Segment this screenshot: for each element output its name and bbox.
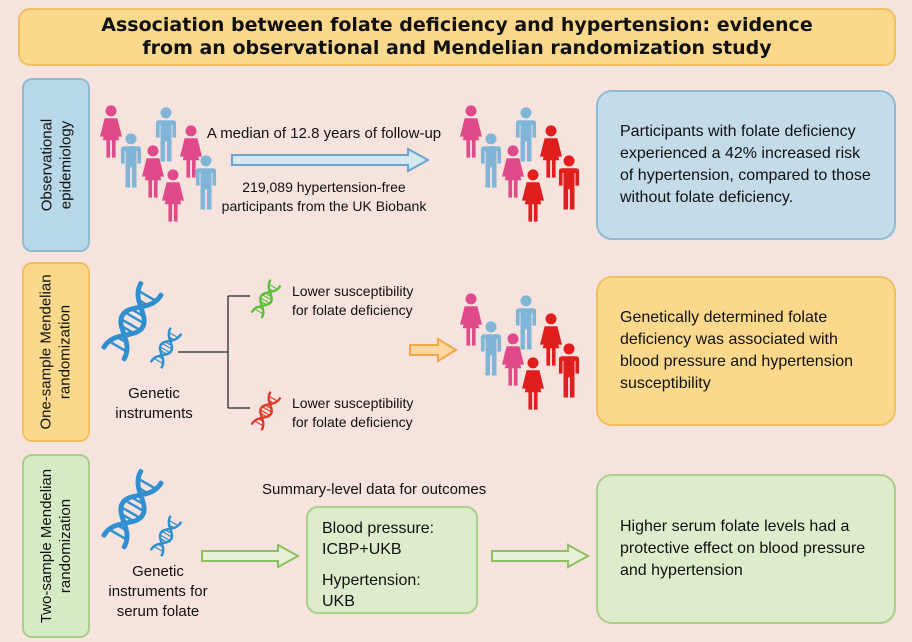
participants-line: 219,089 hypertension-free: [242, 179, 406, 195]
arrow-right-icon: [491, 543, 591, 569]
outcome-data-box: Blood pressure: ICBP+UKB Hypertension: U…: [306, 506, 478, 614]
person-male-icon: [120, 133, 142, 188]
bp-line: ICBP+UKB: [322, 541, 402, 558]
person-female-icon: [522, 357, 544, 410]
row-label-two-sample: Two-sample Mendelian randomization: [22, 454, 90, 638]
arrow-right-icon: [201, 543, 301, 569]
person-male-icon: [558, 343, 580, 398]
person-male-icon: [558, 155, 580, 210]
row-label-line: randomization: [57, 304, 74, 400]
ht-line: Hypertension:: [322, 572, 421, 589]
person-female-icon: [100, 105, 122, 158]
result-two-sample: Higher serum folate levels had a protect…: [596, 474, 896, 624]
participants-line: participants from the UK Biobank: [221, 198, 427, 214]
bp-line: Blood pressure:: [322, 520, 435, 537]
branch-bottom-text: Lower susceptibility for folate deficien…: [292, 394, 413, 432]
person-female-icon: [540, 125, 562, 178]
instruments-line: serum folate: [116, 603, 200, 620]
instruments-line: instruments: [115, 405, 193, 422]
result-text: Participants with folate deficiency expe…: [620, 123, 871, 206]
person-male-icon: [515, 107, 537, 162]
person-male-icon: [480, 321, 502, 376]
dna-helix-icon: [250, 391, 282, 431]
summary-level-text: Summary-level data for outcomes: [262, 481, 487, 498]
result-text: Genetically determined folate deficiency…: [620, 309, 854, 392]
row-label-line: epidemiology: [57, 120, 74, 210]
dna-helix-icon: [112, 470, 182, 557]
row-label-line: randomization: [57, 498, 74, 594]
branch-line: for folate deficiency: [292, 414, 413, 430]
person-female-icon: [460, 293, 482, 346]
person-male-icon: [480, 133, 502, 188]
branch-line: Lower susceptibility: [292, 283, 414, 299]
result-observational: Participants with folate deficiency expe…: [596, 90, 896, 240]
row-label-line: Observational: [38, 118, 55, 212]
arrow-right-icon: [231, 147, 431, 173]
result-text: Higher serum folate levels had a protect…: [620, 518, 866, 579]
arrow-right-icon: [409, 337, 458, 363]
row-label-line: One-sample Mendelian: [38, 274, 55, 430]
instruments-serum-label: Genetic instruments for serum folate: [98, 562, 218, 622]
row-label-line: Two-sample Mendelian: [38, 468, 55, 624]
instruments-label: Genetic instruments: [104, 384, 204, 424]
title-line-1: Association between folate deficiency an…: [101, 14, 813, 36]
crowd-one-sample: [460, 293, 580, 410]
person-female-icon: [540, 313, 562, 366]
row-label-observational: Observational epidemiology: [22, 78, 90, 252]
title-line-2: from an observational and Mendelian rand…: [142, 37, 772, 59]
person-male-icon: [515, 295, 537, 350]
ht-line: UKB: [322, 593, 355, 610]
row-label-one-sample: One-sample Mendelian randomization: [22, 262, 90, 442]
branch-line: for folate deficiency: [292, 302, 413, 318]
branch-line: Lower susceptibility: [292, 395, 414, 411]
person-male-icon: [155, 107, 177, 162]
instruments-line: Genetic: [128, 385, 180, 402]
branch-connector: [178, 295, 250, 409]
instruments-line: instruments for: [108, 583, 208, 600]
page-title: Association between folate deficiency an…: [18, 8, 896, 66]
participants-text: 219,089 hypertension-free participants f…: [206, 178, 442, 216]
dna-helix-icon: [112, 282, 182, 369]
instruments-line: Genetic: [132, 563, 184, 580]
dna-helix-icon: [250, 279, 282, 319]
followup-text: A median of 12.8 years of follow-up: [206, 125, 442, 142]
result-one-sample: Genetically determined folate deficiency…: [596, 276, 896, 426]
person-female-icon: [460, 105, 482, 158]
person-female-icon: [162, 169, 184, 222]
crowd-followup: [460, 105, 580, 222]
branch-top-text: Lower susceptibility for folate deficien…: [292, 282, 413, 320]
person-female-icon: [522, 169, 544, 222]
